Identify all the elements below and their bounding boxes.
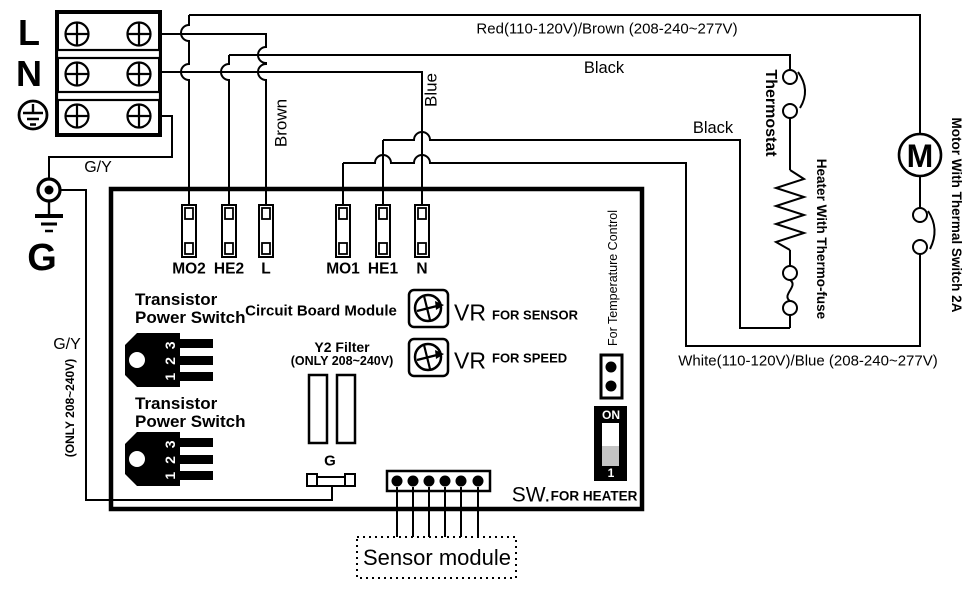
earth-symbol-icon: [17, 99, 49, 131]
circuit-board-outline: [108, 186, 645, 512]
sensor-module-label: Sensor module: [363, 545, 511, 570]
terminal-l-label: L: [18, 12, 40, 53]
connector-n-label: N: [416, 260, 428, 278]
ground-connector-icon: [35, 177, 63, 233]
motor-m-symbol: M: [906, 138, 934, 174]
y2-filter-label: Y2 Filter: [314, 339, 370, 355]
vr-speed-label: VR: [454, 347, 486, 374]
connector-mo1-label: MO1: [326, 260, 360, 278]
ground-note-label: (ONLY 208~240V): [63, 358, 77, 458]
vr-speed-trimmer: [407, 337, 450, 378]
ground-g-label: G: [27, 237, 57, 279]
neutral-wire-label: White(110-120V)/Blue (208-240~277V): [678, 352, 938, 370]
dip-on-label: ON: [602, 408, 620, 422]
thermostat-switch: [782, 69, 806, 170]
transistor-pins-label-1: 1 2 3: [162, 339, 178, 381]
live-wire-label: Red(110-120V)/Brown (208-240~277V): [476, 20, 738, 38]
neutral-blue-wire: [151, 71, 423, 206]
vr-sensor-desc: FOR SENSOR: [492, 307, 578, 323]
line-l-wire: [151, 33, 267, 206]
brown-wire-label: Brown: [271, 98, 291, 148]
terminal-screws: [64, 21, 152, 129]
g-pad-label: G: [324, 452, 336, 470]
terminal-n-label: N: [16, 53, 42, 94]
vr-sensor-trimmer: [407, 288, 450, 329]
heater-element: [772, 169, 808, 266]
white-blue-wire-mo1-motor: [342, 154, 921, 347]
black-wire-he2-thermostat: [220, 54, 791, 206]
g-pad-connector: [306, 473, 356, 487]
heater-label: Heater With Thermo-fuse: [813, 158, 829, 320]
board-pin-connectors: [181, 204, 430, 258]
temp-control-label: For Temperature Control: [605, 210, 620, 346]
connector-mo2-label: MO2: [172, 260, 206, 278]
gy-label-side: G/Y: [53, 336, 81, 353]
sw-label: SW.: [511, 483, 551, 507]
thermostat-label: Thermostat: [762, 69, 779, 157]
black-wire-he1-heater: [382, 131, 791, 329]
transistor-pins-label-2: 1 2 3: [162, 438, 178, 480]
dip-position-label: 1: [607, 466, 615, 480]
transistor-label-2: Transistor Power Switch: [135, 394, 246, 431]
transistor-label-1: Transistor Power Switch: [135, 290, 246, 327]
vr-sensor-label: VR: [454, 299, 486, 326]
sw-desc-label: FOR HEATER: [550, 488, 638, 504]
connector-l-label: L: [261, 260, 271, 278]
blue-wire-label: Blue: [421, 72, 441, 108]
thermo-fuse: [782, 265, 798, 316]
transistor-1: [125, 333, 213, 387]
gy-label-top: G/Y: [84, 159, 112, 176]
motor-label: Motor With Thermal Switch 2A: [948, 117, 964, 313]
live-wire-red-brown: [180, 14, 921, 206]
connector-he2-label: HE2: [213, 260, 245, 278]
board-title: Circuit Board Module: [245, 302, 397, 320]
vr-speed-desc: FOR SPEED: [492, 350, 568, 366]
connector-he1-label: HE1: [367, 260, 399, 278]
black-wire-label-top: Black: [583, 58, 625, 77]
sensor-header: [385, 469, 492, 537]
black-wire-label-bottom: Black: [692, 118, 734, 137]
motor-thermal-switch: [912, 207, 936, 255]
sensor-module-box: [356, 536, 517, 579]
transistor-2: [125, 432, 213, 486]
ground-wire: [48, 115, 333, 501]
y2-filter-capacitors: [307, 373, 357, 445]
y2-filter-note: (ONLY 208~240V): [290, 353, 394, 368]
heater-dip-switch: [594, 406, 627, 481]
temp-control-jumper: [599, 353, 624, 400]
motor-symbol: [897, 132, 943, 208]
